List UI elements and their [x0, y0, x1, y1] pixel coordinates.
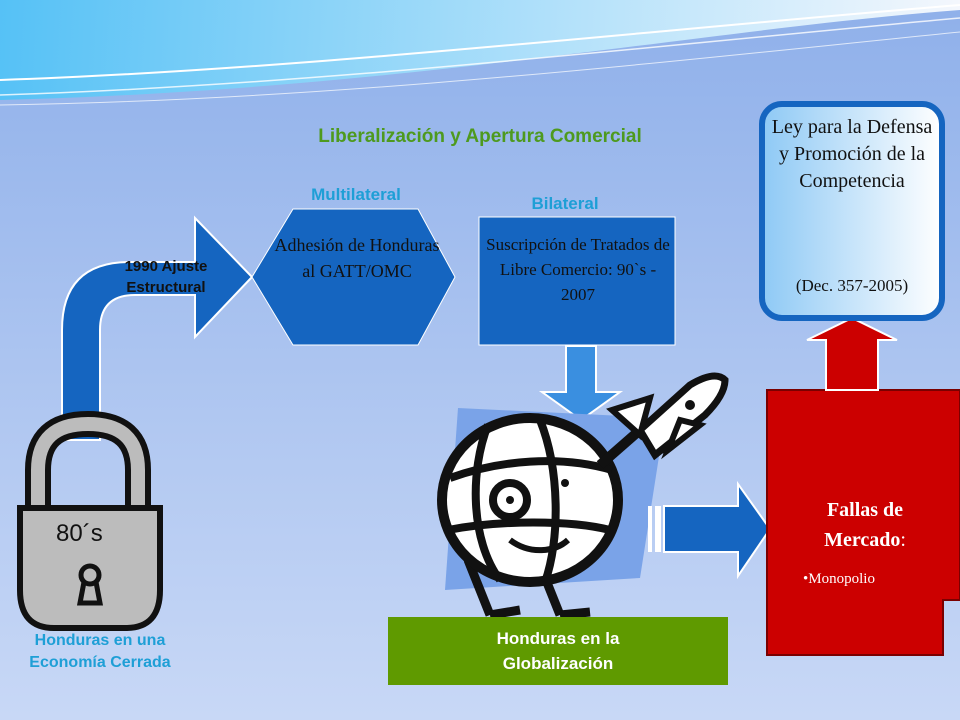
globalization-box: Honduras en la Globalización — [388, 617, 728, 685]
market-failures-item-text: Monopolio — [808, 571, 875, 587]
up-arrow — [806, 316, 898, 391]
multilateral-text: Adhesión de Honduras al GATT/OMC — [274, 235, 440, 281]
law-title: Ley para la Defensa y Promoción de la Co… — [771, 116, 933, 192]
multilateral-hexagon — [251, 208, 456, 346]
right-arrow — [648, 480, 772, 580]
multilateral-heading: Multilateral — [311, 185, 401, 204]
market-failures-colon: : — [900, 529, 906, 551]
padlock-icon — [17, 410, 163, 631]
globe-rocket-icon — [437, 372, 729, 620]
law-decree: (Dec. 357-2005) — [795, 276, 909, 295]
down-arrow — [538, 345, 624, 422]
bilateral-heading: Bilateral — [531, 194, 599, 213]
market-failures-title: Fallas de Mercado — [824, 499, 904, 551]
diagram-title: Liberalización y Apertura Comercial — [318, 126, 642, 147]
market-failures-item: •Monopolio — [803, 571, 875, 587]
law-box — [759, 101, 945, 321]
header-wave — [0, 0, 960, 106]
bilateral-text: Suscripción de Tratados de Libre Comerci… — [486, 235, 670, 304]
arrow-label: 1990 Ajuste Estructural — [124, 258, 208, 296]
curved-arrow — [61, 215, 254, 441]
closed-economy-caption: Honduras en una Economía Cerrada — [29, 632, 171, 671]
market-failures-box — [766, 389, 960, 656]
lock-label: 80´s — [56, 520, 103, 547]
globalization-caption: Honduras en la Globalización — [496, 629, 620, 673]
